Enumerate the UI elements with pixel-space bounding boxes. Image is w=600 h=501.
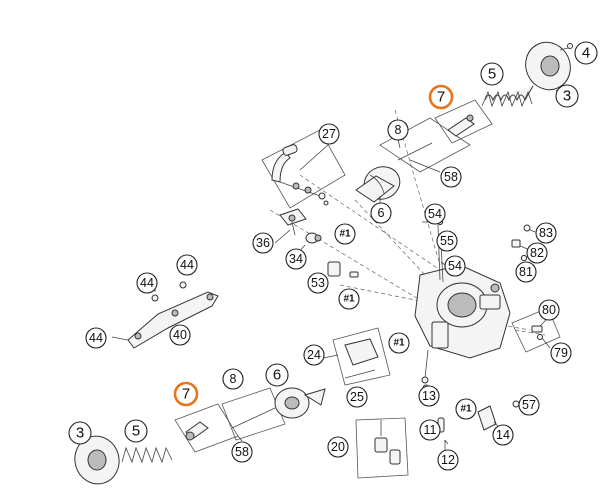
svg-text:27: 27 bbox=[322, 127, 336, 141]
callout-3: 3 bbox=[68, 421, 92, 445]
svg-text:6: 6 bbox=[378, 206, 385, 220]
svg-text:#1: #1 bbox=[393, 338, 405, 349]
hose-assembly bbox=[261, 129, 346, 209]
svg-text:44: 44 bbox=[180, 258, 194, 272]
callout-8: 8 bbox=[222, 368, 244, 390]
callout-25: 25 bbox=[346, 386, 368, 408]
callout-44: 44 bbox=[85, 327, 107, 349]
svg-text:25: 25 bbox=[350, 390, 364, 404]
callout-5: 5 bbox=[124, 419, 148, 443]
svg-text:54: 54 bbox=[448, 259, 462, 273]
svg-text:4: 4 bbox=[582, 45, 590, 62]
svg-text:80: 80 bbox=[542, 303, 556, 317]
callout-5: 5 bbox=[480, 62, 504, 86]
svg-text:58: 58 bbox=[444, 170, 458, 184]
callout-53: 53 bbox=[307, 272, 329, 294]
needle-assembly-top bbox=[379, 99, 493, 173]
diaphragm-bottom bbox=[274, 387, 326, 419]
svg-text:#1: #1 bbox=[460, 404, 472, 415]
callout-36: 36 bbox=[252, 232, 274, 254]
screw-80 bbox=[511, 307, 561, 353]
svg-text:34: 34 bbox=[289, 252, 303, 266]
svg-text:5: 5 bbox=[132, 423, 140, 440]
screws-right bbox=[511, 224, 531, 262]
callout-13: 13 bbox=[418, 385, 440, 407]
top-cover-assembly bbox=[481, 41, 573, 108]
callouts: 4 5 3 7 8 27 58 6 54 83 36 #1 55 82 34 5… bbox=[68, 41, 598, 471]
svg-text:#1: #1 bbox=[343, 294, 355, 305]
callout-83: 83 bbox=[535, 222, 557, 244]
callout-57: 57 bbox=[518, 394, 540, 416]
spring-icon bbox=[481, 90, 533, 108]
svg-text:54: 54 bbox=[428, 207, 442, 221]
svg-text:7: 7 bbox=[437, 89, 445, 106]
callout-4: 4 bbox=[574, 41, 598, 65]
callout-24: 24 bbox=[303, 344, 325, 366]
svg-text:8: 8 bbox=[230, 372, 237, 386]
svg-text:11: 11 bbox=[424, 423, 437, 437]
svg-text:82: 82 bbox=[530, 246, 544, 260]
callout-hash-1: #1 bbox=[338, 288, 360, 310]
svg-text:20: 20 bbox=[331, 440, 345, 454]
svg-text:53: 53 bbox=[311, 276, 325, 290]
callout-12: 12 bbox=[437, 449, 459, 471]
callout-11: 11 bbox=[419, 419, 441, 441]
callout-54: 54 bbox=[444, 255, 466, 277]
cover-plate-assembly bbox=[332, 327, 391, 386]
svg-text:36: 36 bbox=[256, 236, 270, 250]
svg-text:#1: #1 bbox=[339, 229, 351, 240]
svg-text:58: 58 bbox=[235, 445, 249, 459]
svg-text:79: 79 bbox=[554, 346, 568, 360]
callout-44: 44 bbox=[136, 272, 158, 294]
svg-text:83: 83 bbox=[539, 226, 553, 240]
svg-text:24: 24 bbox=[307, 348, 321, 362]
callout-27: 27 bbox=[318, 123, 340, 145]
fitting-53 bbox=[327, 261, 359, 278]
callout-7-highlight: 7 bbox=[428, 84, 454, 110]
svg-text:57: 57 bbox=[522, 398, 536, 412]
callout-14: 14 bbox=[492, 424, 514, 446]
carburetor-body bbox=[414, 218, 511, 384]
svg-text:12: 12 bbox=[441, 453, 455, 467]
callout-82: 82 bbox=[526, 242, 548, 264]
callout-7-highlight: 7 bbox=[173, 381, 199, 407]
svg-text:40: 40 bbox=[173, 328, 187, 342]
callout-58: 58 bbox=[440, 166, 462, 188]
callout-79: 79 bbox=[550, 342, 572, 364]
callout-80: 80 bbox=[538, 299, 560, 321]
svg-text:44: 44 bbox=[140, 276, 154, 290]
callout-54: 54 bbox=[424, 203, 446, 225]
callout-6: 6 bbox=[370, 202, 392, 224]
callout-81: 81 bbox=[515, 261, 537, 283]
svg-text:5: 5 bbox=[488, 66, 496, 83]
callout-55: 55 bbox=[436, 230, 458, 252]
svg-text:55: 55 bbox=[440, 234, 454, 248]
callout-6: 6 bbox=[265, 363, 289, 387]
svg-text:8: 8 bbox=[395, 123, 402, 137]
callout-hash-1: #1 bbox=[455, 398, 477, 420]
svg-text:6: 6 bbox=[273, 367, 281, 384]
throttle-linkage bbox=[279, 208, 322, 244]
svg-text:3: 3 bbox=[76, 425, 84, 442]
callout-44: 44 bbox=[176, 254, 198, 276]
callout-34: 34 bbox=[285, 248, 307, 270]
diaphragm-top bbox=[355, 166, 401, 203]
callout-3: 3 bbox=[555, 84, 579, 108]
callout-20: 20 bbox=[327, 436, 349, 458]
svg-text:3: 3 bbox=[563, 88, 571, 105]
svg-text:14: 14 bbox=[496, 428, 510, 442]
callout-58: 58 bbox=[231, 441, 253, 463]
svg-text:13: 13 bbox=[422, 389, 436, 403]
svg-text:44: 44 bbox=[89, 331, 103, 345]
callout-40: 40 bbox=[169, 324, 191, 346]
callout-8: 8 bbox=[387, 119, 409, 141]
callout-hash-1: #1 bbox=[334, 223, 356, 245]
mounting-bracket bbox=[111, 281, 219, 349]
svg-text:7: 7 bbox=[182, 386, 190, 403]
svg-text:81: 81 bbox=[519, 265, 533, 279]
callout-hash-1: #1 bbox=[388, 332, 410, 354]
